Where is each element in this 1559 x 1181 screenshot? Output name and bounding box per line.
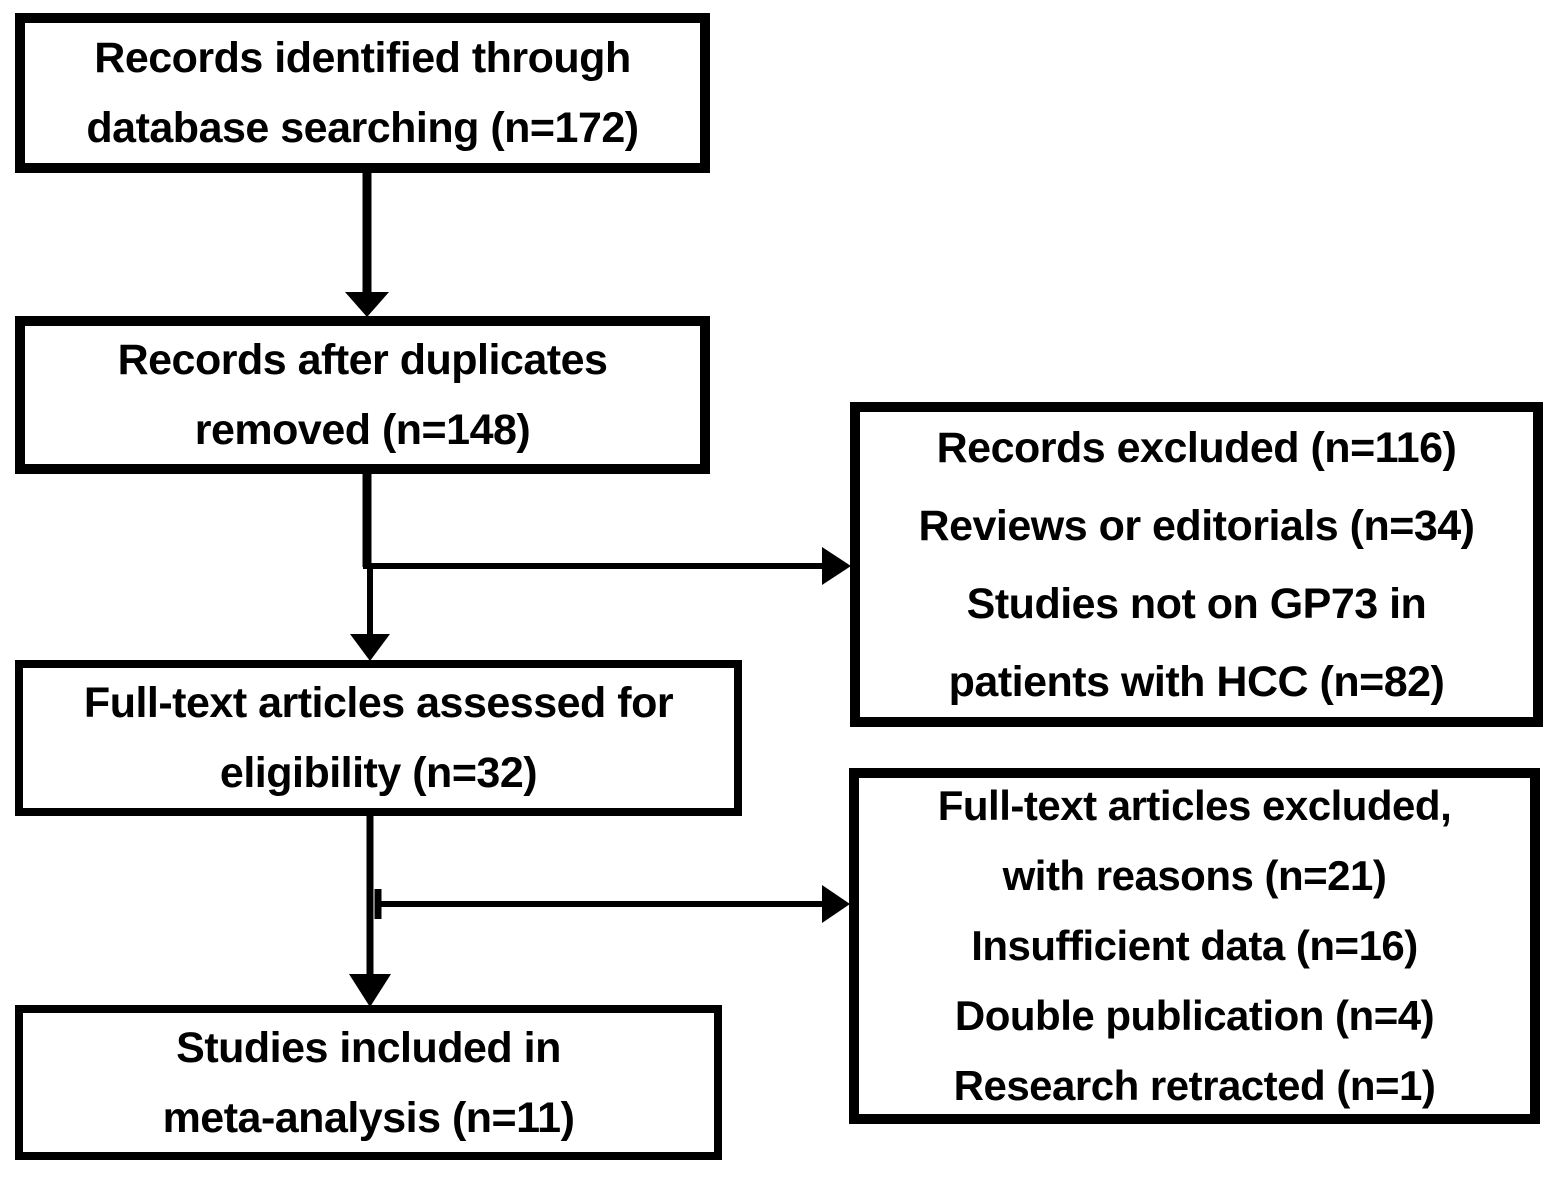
box-records-deduplicated: Records after duplicates removed (n=148) <box>15 316 710 474</box>
box-records-excluded: Records excluded (n=116) Reviews or edit… <box>850 402 1543 727</box>
box-fulltext-assessed: Full-text articles assessed for eligibil… <box>15 660 742 816</box>
arrowhead-right-fulltext-excluded <box>822 885 850 923</box>
box-line: with reasons (n=21) <box>1002 852 1387 899</box>
box-line: Double publication (n=4) <box>954 992 1435 1039</box>
arrowhead-down-deduplicated <box>345 292 389 317</box>
box-records-identified: Records identified through database sear… <box>15 13 710 173</box>
arrowhead-down-included <box>349 974 391 1007</box>
box-line: patients with HCC (n=82) <box>948 657 1445 706</box>
box-line: removed (n=148) <box>194 406 531 454</box>
box-line: database searching (n=172) <box>86 104 639 152</box>
box-line: Studies not on GP73 in <box>966 579 1427 628</box>
box-line: Full-text articles excluded, <box>937 782 1452 829</box>
box-line: Reviews or editorials (n=34) <box>918 501 1475 550</box>
box-line: Records identified through <box>94 34 631 82</box>
box-line: Records after duplicates <box>117 336 608 384</box>
box-line: Insufficient data (n=16) <box>971 922 1418 969</box>
box-line: eligibility (n=32) <box>219 749 538 797</box>
box-line: meta-analysis (n=11) <box>162 1093 575 1142</box>
box-studies-included: Studies included in meta-analysis (n=11) <box>15 1005 722 1160</box>
box-fulltext-excluded: Full-text articles excluded, with reason… <box>849 768 1540 1124</box>
box-line: Records excluded (n=116) <box>936 423 1457 472</box>
box-line: Studies included in <box>176 1023 561 1072</box>
arrowhead-right-records-excluded <box>822 547 851 585</box>
box-line: Research retracted (n=1) <box>953 1062 1436 1109</box>
box-line: Full-text articles assessed for <box>83 679 674 727</box>
arrowhead-down-fulltext <box>350 634 390 661</box>
